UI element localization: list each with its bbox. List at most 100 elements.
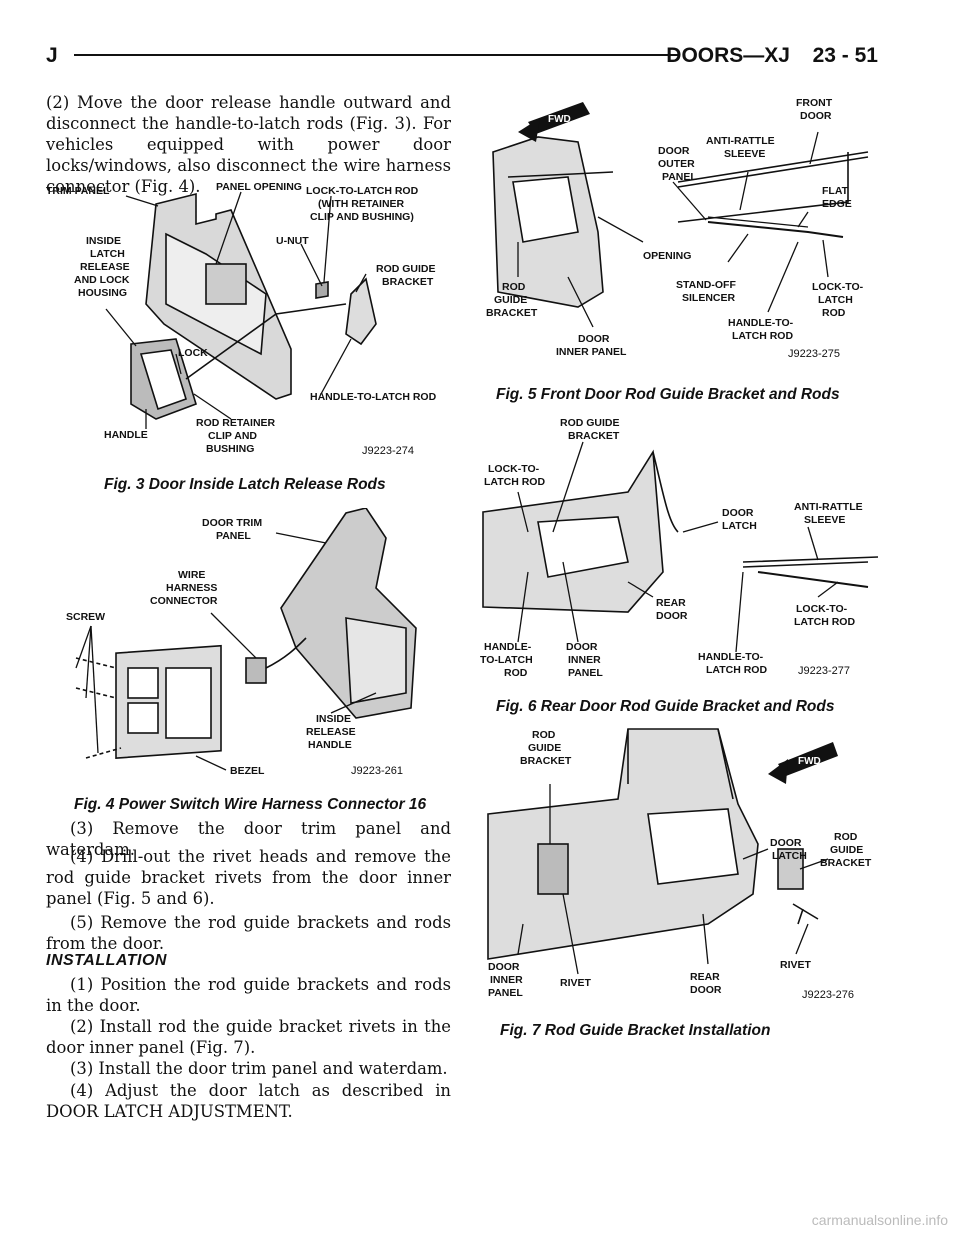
fig7-label: RIVET <box>560 977 592 989</box>
fig5-label: FRONT <box>796 97 833 109</box>
fig5-label: ROD <box>502 281 526 293</box>
fig5-label: SILENCER <box>682 292 736 304</box>
fig6-label: HANDLE- <box>484 641 532 653</box>
fig3-label: HANDLE <box>104 429 148 441</box>
fig6-label: LATCH ROD <box>794 616 855 628</box>
fig3-code: J9223-274 <box>362 445 414 457</box>
fig5-fwd-label: FWD <box>548 114 571 125</box>
fig3-label: TRIM PANEL <box>46 185 110 197</box>
figure-5-illustration: FWD FRONT DOOR DOOR OUTER PANEL ANTI-RAT… <box>478 92 878 382</box>
fig7-label: ROD <box>834 831 858 843</box>
fig5-label: OPENING <box>643 250 691 262</box>
fig4-label: RELEASE <box>306 726 356 738</box>
removal-step-3: (3) Remove the door trim panel and water… <box>46 819 451 859</box>
fig3-label: AND LOCK <box>74 274 130 286</box>
intro-paragraph: (2) Move the door release handle outward… <box>46 93 451 196</box>
fig7-label: BRACKET <box>520 755 572 767</box>
fig4-label: DOOR TRIM <box>202 517 262 529</box>
fig3-label: BUSHING <box>206 443 254 455</box>
fig5-label: OUTER <box>658 158 695 170</box>
fig5-label: DOOR <box>658 145 690 157</box>
fig7-label: BRACKET <box>820 857 872 869</box>
fig5-label: INNER PANEL <box>556 346 627 358</box>
fig4-label: SCREW <box>66 611 105 623</box>
fig6-label: TO-LATCH <box>480 654 533 666</box>
fig7-label: RIVET <box>780 959 812 971</box>
fig3-label: HANDLE-TO-LATCH ROD <box>310 391 437 403</box>
fig6-label: ROD <box>504 667 528 679</box>
fig3-label: INSIDE <box>86 235 121 247</box>
fig5-label: FLAT <box>822 185 849 197</box>
fig3-label: PANEL OPENING <box>216 181 302 193</box>
fig3-label: U-NUT <box>276 235 309 247</box>
fig6-label: DOOR <box>656 610 688 622</box>
fig6-label: DOOR <box>566 641 598 653</box>
removal-step-5: (5) Remove the rod guide brackets and ro… <box>46 913 451 953</box>
install-step-1: (1) Position the rod guide brackets and … <box>46 975 451 1015</box>
figure-7-illustration: FWD ROD GUIDE BRACKET ROD GUIDE BRACKET … <box>478 724 878 1014</box>
fig6-label: ROD GUIDE <box>560 417 620 429</box>
fig5-label: ROD <box>822 307 846 319</box>
fig6-label: SLEEVE <box>804 514 845 526</box>
fig3-label: (WITH RETAINER <box>318 198 405 210</box>
fig7-label: GUIDE <box>528 742 561 754</box>
fig4-label: CONNECTOR <box>150 595 218 607</box>
fig7-fwd-label: FWD <box>798 756 821 767</box>
fig6-label: LATCH ROD <box>706 664 767 676</box>
fig4-label: PANEL <box>216 530 251 542</box>
fig5-label: LATCH ROD <box>732 330 793 342</box>
fig3-label: ROD RETAINER <box>196 417 276 429</box>
figure-4-caption: Fig. 4 Power Switch Wire Harness Connect… <box>74 796 427 813</box>
figure-4-illustration: DOOR TRIM PANEL WIRE HARNESS CONNECTOR S… <box>46 508 451 788</box>
install-step-2: (2) Install rod the guide bracket rivets… <box>46 1017 451 1057</box>
header-page-number: 23 - 51 <box>812 44 878 67</box>
watermark: carmanualsonline.info <box>811 1212 948 1228</box>
fig5-label: GUIDE <box>494 294 527 306</box>
page-header: J DOORS—XJ 23 - 51 <box>46 38 878 72</box>
fig4-label: WIRE <box>178 569 205 581</box>
removal-step-4: (4) Drill-out the rivet heads and remove… <box>46 847 451 908</box>
fig7-label: LATCH <box>772 850 807 862</box>
header-section-title: DOORS—XJ <box>666 44 790 67</box>
fig7-label: INNER <box>490 974 523 986</box>
fig5-code: J9223-275 <box>788 348 840 360</box>
fig7-label: DOOR <box>770 837 802 849</box>
fig3-label: LOCK-TO-LATCH ROD <box>306 185 419 197</box>
fig6-label: HANDLE-TO- <box>698 651 764 663</box>
fig5-label: EDGE <box>822 198 852 210</box>
fig7-label: GUIDE <box>830 844 863 856</box>
fig6-label: INNER <box>568 654 601 666</box>
fig6-label: DOOR <box>722 507 754 519</box>
fig6-label: LATCH <box>722 520 757 532</box>
fig5-label: STAND-OFF <box>676 279 736 291</box>
fig5-label: PANEL <box>662 171 697 183</box>
fig5-label: SLEEVE <box>724 148 765 160</box>
fig6-label: LOCK-TO- <box>796 603 848 615</box>
installation-heading: INSTALLATION <box>46 952 167 969</box>
fig6-label: REAR <box>656 597 686 609</box>
fig7-label: DOOR <box>488 961 520 973</box>
fig3-label: CLIP AND BUSHING) <box>310 211 414 223</box>
fig7-label: PANEL <box>488 987 523 999</box>
fig3-label: CLIP AND <box>208 430 257 442</box>
fig6-label: LOCK-TO- <box>488 463 540 475</box>
fig4-label: INSIDE <box>316 713 351 725</box>
fig5-label: ANTI-RATTLE <box>706 135 775 147</box>
figure-5-caption: Fig. 5 Front Door Rod Guide Bracket and … <box>496 386 840 403</box>
fig3-label: LOCK <box>178 347 208 359</box>
fig5-label: LATCH <box>818 294 853 306</box>
figure-3-illustration: TRIM PANEL PANEL OPENING LOCK-TO-LATCH R… <box>46 174 451 466</box>
fig7-label: DOOR <box>690 984 722 996</box>
figure-7-caption: Fig. 7 Rod Guide Bracket Installation <box>500 1022 771 1039</box>
figure-3-caption: Fig. 3 Door Inside Latch Release Rods <box>104 476 386 493</box>
fig7-label: REAR <box>690 971 720 983</box>
fig5-label: BRACKET <box>486 307 538 319</box>
fig6-label: ANTI-RATTLE <box>794 501 863 513</box>
fig6-code: J9223-277 <box>798 665 850 677</box>
header-rule <box>74 54 678 56</box>
fig6-label: LATCH ROD <box>484 476 545 488</box>
fig3-label: RELEASE <box>80 261 130 273</box>
fig6-label: PANEL <box>568 667 603 679</box>
fig4-label: HANDLE <box>308 739 352 751</box>
fig4-code: J9223-261 <box>351 765 403 777</box>
